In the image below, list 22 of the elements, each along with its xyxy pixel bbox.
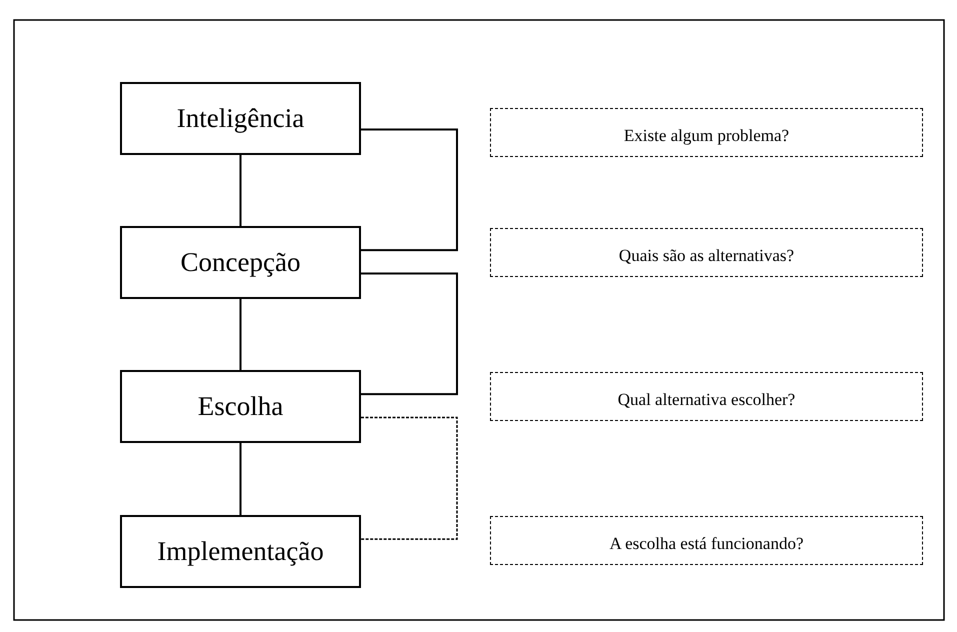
phase-label: Implementação [157,536,324,567]
question-box [490,372,923,421]
phase-box [120,82,361,155]
question-box [490,516,923,565]
phase-label: Concepção [180,247,300,278]
connector-line [361,416,458,540]
phase-label: Inteligência [176,103,304,134]
connector-line [240,443,242,515]
phase-box [120,226,361,299]
connector-line [361,128,458,252]
connector-line [361,272,458,396]
question-text: Quais são as alternativas? [618,246,794,266]
connector-line [240,155,242,226]
question-text: Qual alternativa escolher? [618,390,796,410]
phase-label: Escolha [198,391,284,422]
phase-box [120,515,361,588]
phase-box [120,370,361,443]
question-box [490,108,923,157]
question-text: A escolha está funcionando? [609,534,804,554]
connector-line [240,299,242,370]
question-text: Existe algum problema? [624,126,790,146]
question-box [490,228,923,277]
